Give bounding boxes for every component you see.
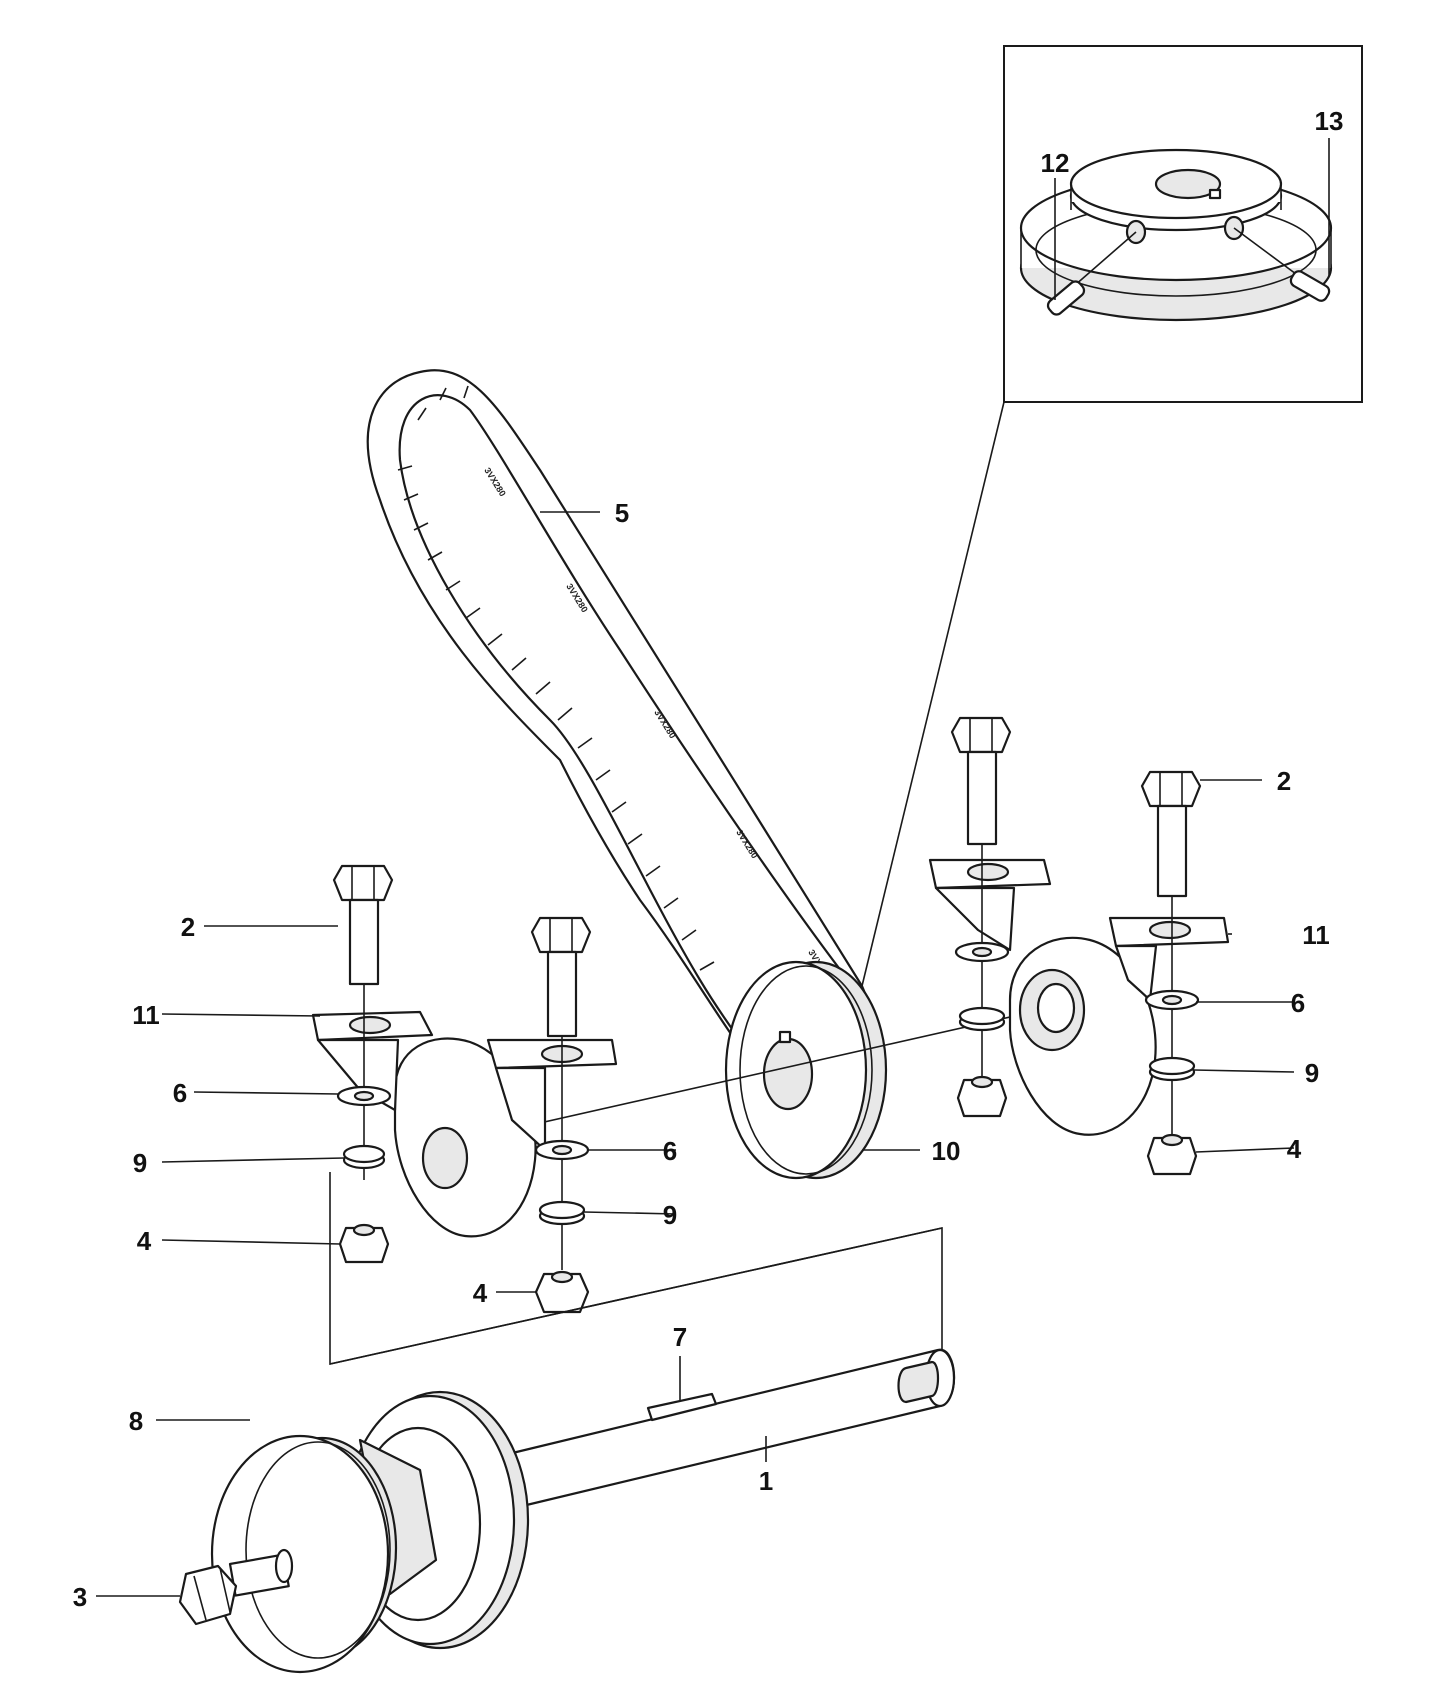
shaft <box>498 1348 956 1510</box>
right-fasteners <box>954 941 1200 1176</box>
belt-teeth <box>397 385 715 971</box>
callout-4-right: 4 <box>1287 1134 1302 1164</box>
drive-pulley <box>724 960 888 1180</box>
bolt-right-2 <box>1140 770 1202 898</box>
inset-pointer-line <box>861 401 1005 987</box>
belt-marking-1: 3VX280 <box>482 466 507 498</box>
set-screw-13 <box>1233 227 1331 302</box>
left-bearing-housing <box>311 1010 618 1238</box>
callout-5: 5 <box>615 498 629 528</box>
callout-3: 3 <box>73 1582 87 1612</box>
detail-inset: 12 13 <box>1003 45 1363 403</box>
assembly-bracket-line-2 <box>329 1227 943 1365</box>
callout-1: 1 <box>759 1466 773 1496</box>
bolt-left-1 <box>332 864 394 986</box>
callout-6-right: 6 <box>1291 988 1305 1018</box>
bolt-left-2 <box>530 916 592 1038</box>
callout-9-left: 9 <box>133 1148 147 1178</box>
callout-11-left: 11 <box>132 1000 160 1030</box>
callout-12: 12 <box>1041 148 1070 178</box>
right-bearing-housing <box>928 858 1230 1136</box>
callout-7: 7 <box>673 1322 687 1352</box>
callout-8: 8 <box>129 1406 143 1436</box>
callout-leaders <box>96 511 1295 1597</box>
callout-2-right: 2 <box>1277 766 1291 796</box>
callout-9-mid: 9 <box>663 1200 677 1230</box>
callout-9-right: 9 <box>1305 1058 1319 1088</box>
callout-6-mid: 6 <box>663 1136 677 1166</box>
callout-13: 13 <box>1315 106 1344 136</box>
callout-2-left: 2 <box>181 912 195 942</box>
hex-bolt-3 <box>178 1548 294 1626</box>
left-fasteners <box>336 1085 590 1314</box>
callout-4-left: 4 <box>137 1226 152 1256</box>
callout-4-mid: 4 <box>473 1278 488 1308</box>
callout-6-left: 6 <box>173 1078 187 1108</box>
roller-pulley <box>210 1390 530 1674</box>
callout-10: 10 <box>932 1136 961 1166</box>
set-screw-12 <box>1046 231 1137 316</box>
bolt-right-1 <box>950 716 1012 846</box>
callout-11-right: 11 <box>1302 920 1330 950</box>
